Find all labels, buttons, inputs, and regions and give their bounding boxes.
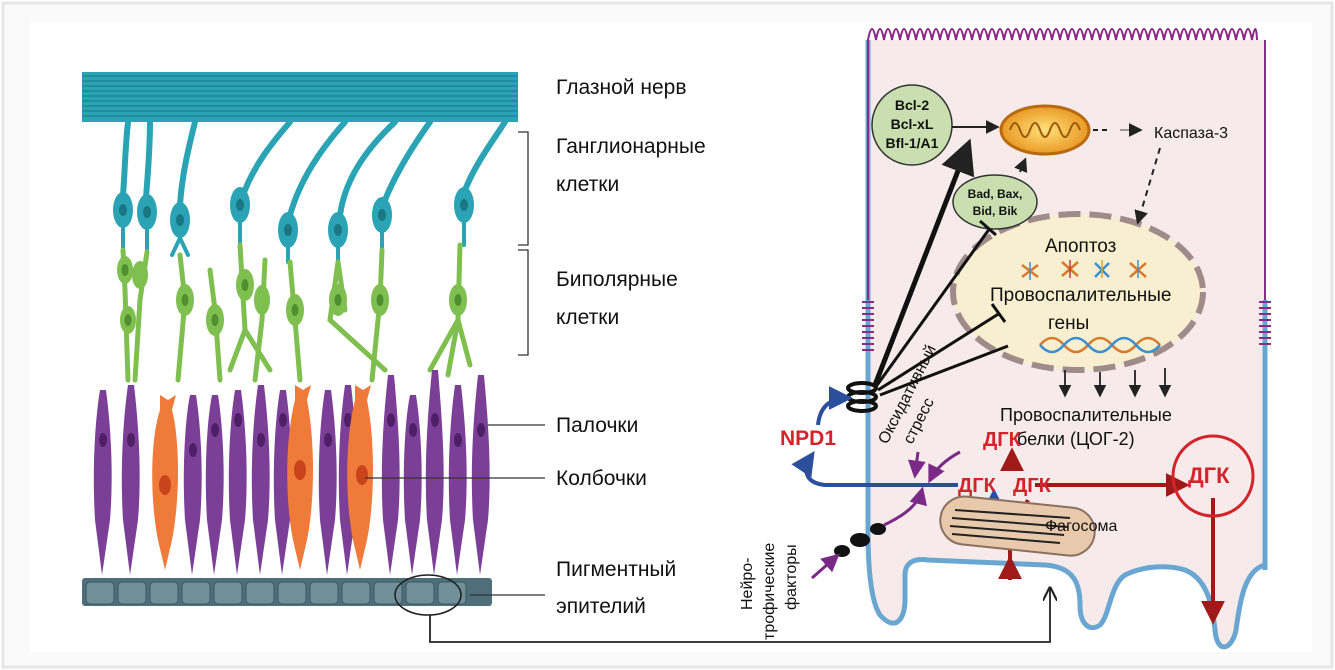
- anti-apoptotic-proteins: Bcl-2 Bcl-xL Bfl-1/A1: [872, 85, 952, 165]
- label-ganglion-line2: клетки: [556, 173, 619, 196]
- label-rods: Палочки: [556, 414, 638, 437]
- label-ganglion-line1: Ганглионарные: [556, 135, 706, 158]
- protein-bad-bax: Bad, Bax,: [968, 187, 1023, 201]
- label-pro-proteins-line2: белки (ЦОГ-2): [1017, 429, 1135, 449]
- pigment-epithelium: [82, 578, 492, 606]
- label-dha-left: ДГК: [958, 475, 997, 497]
- label-neuro-line3: факторы: [783, 544, 800, 610]
- label-bipolar-line1: Биполярные: [556, 268, 678, 291]
- label-pro-proteins-line1: Провоспалительные: [1000, 405, 1172, 425]
- label-pigment-line1: Пигментный: [556, 558, 676, 581]
- pro-apoptotic-proteins: Bad, Bax, Bid, Bik: [953, 175, 1037, 229]
- label-pro-genes-line2: гены: [1048, 313, 1089, 334]
- protein-bfl1: Bfl-1/A1: [886, 135, 939, 151]
- label-neuro-line2: трофические: [761, 543, 778, 640]
- label-dha-right: ДГК: [1013, 475, 1052, 497]
- label-caspase: Каспаза-3: [1154, 125, 1228, 142]
- mitochondrion-icon: [1001, 106, 1089, 154]
- label-npd1: NPD1: [780, 427, 836, 450]
- label-dha-top: ДГК: [983, 429, 1022, 451]
- label-phagosome: Фагосома: [1045, 518, 1118, 535]
- protein-bclxl: Bcl-xL: [891, 116, 934, 132]
- protein-bcl2: Bcl-2: [895, 97, 929, 113]
- label-apoptosis: Апоптоз: [1045, 236, 1116, 257]
- label-pigment-line2: эпителий: [556, 595, 646, 618]
- label-optic-nerve: Глазной нерв: [556, 76, 686, 99]
- label-neuro-line1: Нейро-: [739, 557, 756, 610]
- label-bipolar-line2: клетки: [556, 306, 619, 329]
- protein-bid-bik: Bid, Bik: [973, 204, 1018, 218]
- label-pro-genes-line1: Провоспалительные: [990, 285, 1171, 306]
- label-cones: Колбочки: [556, 467, 647, 490]
- optic-nerve-fibers: [82, 72, 518, 122]
- label-dha-circle: ДГК: [1188, 463, 1230, 488]
